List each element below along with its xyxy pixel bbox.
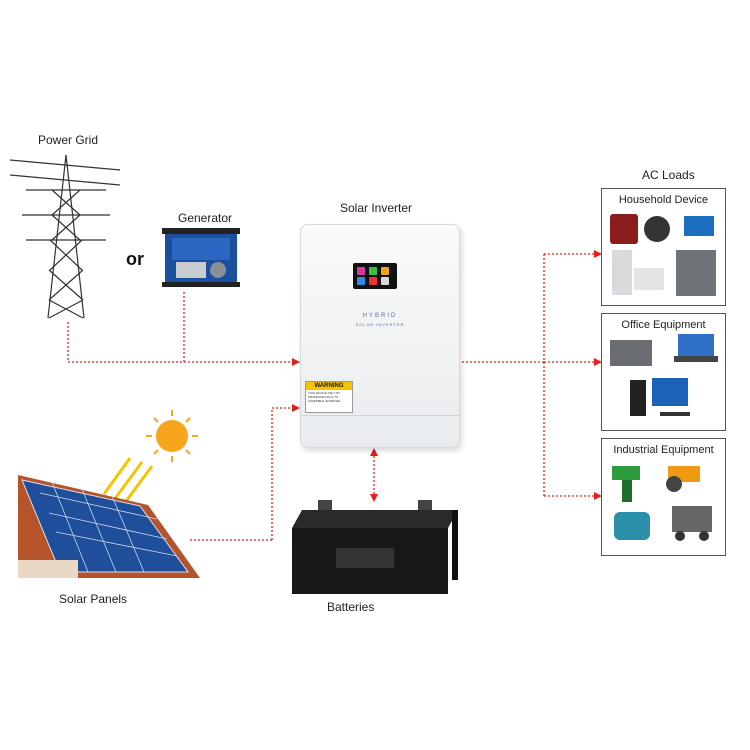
warning-title: WARNING: [306, 382, 352, 390]
solar-inverter-label: Solar Inverter: [340, 201, 413, 215]
batteries-label: Batteries: [327, 600, 375, 614]
connector-lines: [67, 253, 598, 541]
inverter-display: [353, 263, 397, 289]
load-box-title: Industrial Equipment: [613, 444, 714, 456]
solar-panels-icon: [18, 475, 200, 578]
load-box-industrial: Industrial Equipment: [601, 438, 726, 556]
power-grid-label: Power Grid: [38, 133, 99, 147]
ac-loads-label: AC Loads: [642, 168, 695, 182]
warning-label: WARNING THIS DEVICE ONLY BY PROFESSIONAL…: [305, 381, 353, 413]
load-box-household: Household Device: [601, 188, 726, 306]
load-box-title: Household Device: [618, 194, 709, 206]
inverter-brand: HYBRID: [362, 313, 398, 319]
power-tower-icon: [9, 154, 121, 319]
generator-label: Generator: [178, 211, 233, 225]
or-label: or: [126, 249, 144, 269]
connector-arrows: [292, 250, 602, 502]
load-box-title: Office Equipment: [621, 319, 706, 331]
inverter-divider: [301, 415, 459, 416]
sun-icon: [102, 410, 198, 505]
solar-inverter-device: HYBRID SOLAR INVERTER WARNING THIS DEVIC…: [300, 224, 460, 448]
solar-panels-label: Solar Panels: [59, 592, 128, 606]
generator-icon: [162, 228, 240, 287]
warning-text: THIS DEVICE ONLY BY PROFESSIONALS TO ASS…: [308, 391, 341, 403]
battery-icon: [292, 500, 458, 594]
inverter-subtitle: SOLAR INVERTER: [355, 322, 405, 327]
load-box-office: Office Equipment: [601, 313, 726, 431]
